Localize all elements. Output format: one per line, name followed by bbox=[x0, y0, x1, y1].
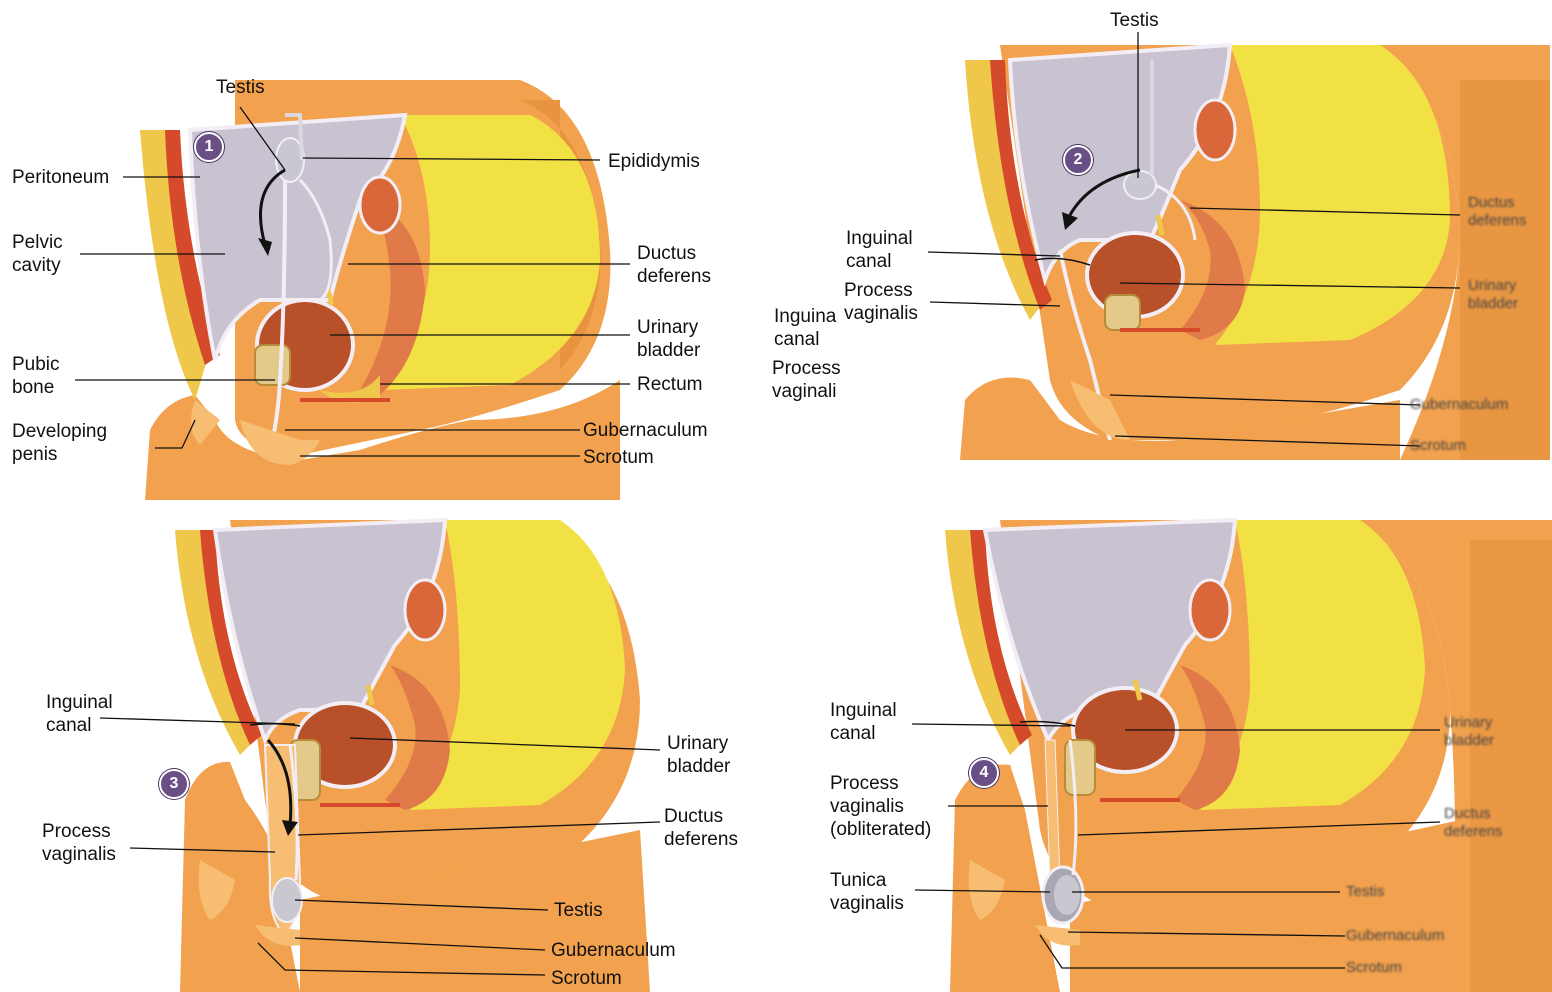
panel-2-label-gubernaculum: Gubernaculum bbox=[1410, 396, 1508, 414]
panel-4-label-process-vaginalis-obliterated: Process vaginalis (obliterated) bbox=[830, 772, 931, 841]
panel-1-label-rectum: Rectum bbox=[637, 373, 702, 396]
panel-4-label-testis: Testis bbox=[1346, 883, 1384, 901]
panel-2-label-testis: Testis bbox=[1110, 9, 1159, 32]
panel-3-label-process-vaginalis: Process vaginalis bbox=[42, 820, 116, 866]
panel-1-label-developing-penis: Developing penis bbox=[12, 420, 107, 466]
panel-1-label-pelvic-cavity: Pelvic cavity bbox=[12, 231, 63, 277]
panel-1-label-testis: Testis bbox=[216, 76, 265, 99]
panel-3-label-urinary-bladder: Urinary bladder bbox=[667, 732, 730, 778]
panel-2-label-ductus-deferens: Ductus deferens bbox=[1468, 194, 1526, 230]
panel-1-label-urinary-bladder: Urinary bladder bbox=[637, 316, 700, 362]
panel-1-label-epididymis: Epididymis bbox=[608, 150, 700, 173]
panel-1-label-pubic-bone: Pubic bone bbox=[12, 353, 60, 399]
panel-4-anatomy bbox=[945, 520, 1552, 992]
panel-3-label-testis: Testis bbox=[554, 899, 603, 922]
panel-2-label-inguinal-canal-duplicate: Inguina canal bbox=[774, 305, 836, 351]
panel-1-label-gubernaculum: Gubernaculum bbox=[583, 419, 708, 442]
panel-4-label-tunica-vaginalis: Tunica vaginalis bbox=[830, 869, 904, 915]
panel-1-label-scrotum: Scrotum bbox=[583, 446, 654, 469]
panel-4-step-badge: 4 bbox=[969, 758, 999, 788]
panel-3-label-scrotum: Scrotum bbox=[551, 967, 622, 990]
panel-stage-3: 3 Inguinal canal Urinary bladder Ductus … bbox=[0, 500, 780, 992]
panel-1-label-peritoneum: Peritoneum bbox=[12, 166, 109, 189]
panel-2-label-inguinal-canal: Inguinal canal bbox=[846, 227, 913, 273]
panel-3-label-ductus-deferens: Ductus deferens bbox=[664, 805, 738, 851]
panel-4-label-inguinal-canal: Inguinal canal bbox=[830, 699, 897, 745]
panel-2-label-urinary-bladder: Urinary bladder bbox=[1468, 277, 1518, 313]
panel-2-label-process-vaginalis: Process vaginalis bbox=[844, 279, 918, 325]
panel-4-label-scrotum: Scrotum bbox=[1346, 959, 1402, 977]
panel-stage-1: 1 Testis Epididymis Peritoneum Pelvic ca… bbox=[0, 0, 760, 500]
panel-2-label-scrotum: Scrotum bbox=[1410, 437, 1466, 455]
panel-4-illustration bbox=[780, 500, 1552, 992]
panel-2-step-badge: 2 bbox=[1063, 145, 1093, 175]
panel-2-label-process-vaginalis-duplicate: Process vaginali bbox=[772, 357, 841, 403]
panel-4-label-urinary-bladder: Urinary bladder bbox=[1444, 714, 1494, 750]
panel-3-label-inguinal-canal: Inguinal canal bbox=[46, 691, 113, 737]
panel-3-label-gubernaculum: Gubernaculum bbox=[551, 939, 676, 962]
panel-stage-2: 2 Testis Inguinal canal Process vaginali… bbox=[760, 0, 1552, 470]
panel-3-illustration bbox=[0, 500, 780, 992]
panel-1-step-badge: 1 bbox=[194, 132, 224, 162]
panel-4-label-gubernaculum: Gubernaculum bbox=[1346, 927, 1444, 945]
panel-3-step-badge: 3 bbox=[159, 769, 189, 799]
panel-stage-4: 4 Inguinal canal Process vaginalis (obli… bbox=[780, 500, 1552, 992]
panel-1-label-ductus-deferens: Ductus deferens bbox=[637, 242, 711, 288]
panel-4-label-ductus-deferens: Ductus deferens bbox=[1444, 805, 1502, 841]
